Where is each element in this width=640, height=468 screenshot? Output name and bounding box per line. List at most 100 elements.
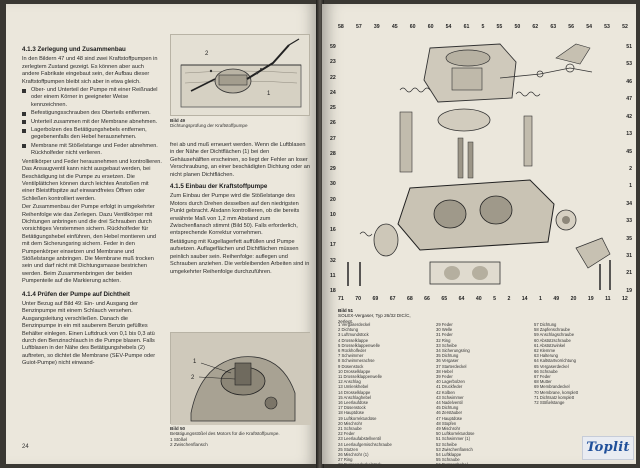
callout-label: 19 xyxy=(626,287,632,294)
callout-label: 51 xyxy=(626,44,632,50)
step-item: Membrane mit Stößelstange und Feder abne… xyxy=(22,143,162,158)
parts-list-item: 31 Feder xyxy=(436,332,453,338)
parts-list-item: 20 Mischrohr xyxy=(338,420,363,426)
step-item: Ober- und Unterteil der Pumpe mit einer … xyxy=(22,87,162,109)
book-gutter xyxy=(316,0,324,468)
parts-list-item: 45 Dichtung xyxy=(436,405,459,411)
installation-paragraph-1: Zum Einbau der Pumpe wird die Stößelstan… xyxy=(170,193,300,237)
parts-list-item: 70 Membrane, komplett xyxy=(534,389,578,395)
figure-49-caption: Bild 49 Dichtungsprüfung der Kraftstoffp… xyxy=(170,118,310,129)
parts-list-item: 51 Schwimmer (1) xyxy=(436,436,470,442)
parts-list-item: 72 Stößelstange xyxy=(534,400,565,406)
callout-label: 45 xyxy=(626,148,632,155)
parts-list-item: 19 Luftkorrekturdüse xyxy=(338,415,377,421)
figure-50-item: 2 Zwischenflansch xyxy=(170,442,208,448)
callout-label: 22 xyxy=(330,74,336,81)
callout-label: 19 xyxy=(587,296,594,302)
svg-text:1: 1 xyxy=(267,91,271,97)
parts-list-item: 7 Schwimmer xyxy=(338,353,364,359)
parts-list-item: 60 Abstützschraube xyxy=(534,337,571,343)
callout-label: 50 xyxy=(514,24,521,30)
callout-label: 58 xyxy=(338,24,344,30)
callout-label: 68 xyxy=(406,296,413,302)
parts-list-item: 27 Ring xyxy=(338,457,353,463)
callout-label: 53 xyxy=(604,24,610,30)
parts-list-item: 16 Leerlaufdüse xyxy=(338,400,369,406)
callout-label: 14 xyxy=(521,296,528,302)
parts-list-item: 15 Anschlaghebel xyxy=(338,394,372,400)
callout-label: 71 xyxy=(338,296,344,302)
callout-label: 31 xyxy=(626,253,632,260)
parts-list-item: 14 Drosselklappe xyxy=(338,389,371,395)
parts-list-item: 39 Feder xyxy=(436,374,453,380)
callout-label: 28 xyxy=(330,150,336,157)
callout-label: 20 xyxy=(330,196,336,203)
svg-text:1: 1 xyxy=(193,359,197,365)
parts-list-item: 3 Luftmundstück xyxy=(338,332,369,338)
parts-list-item: 50 Luftkorrekturdüse xyxy=(436,431,475,437)
parts-list-item: 66 Schraube xyxy=(534,368,558,374)
parts-list-item: 71 Dichtsatz komplett xyxy=(534,394,575,400)
parts-list-item: 35 Dichtung xyxy=(436,353,459,359)
callout-label: 29 xyxy=(330,166,336,172)
figure-51-caption-text: SOLEX-Vergaser, Typ 26/32 DIC/C, zerlegt… xyxy=(338,313,411,324)
parts-list-item: 40 Lagerbolzen xyxy=(436,379,465,385)
callout-label: 49 xyxy=(553,296,560,302)
svg-text:2: 2 xyxy=(191,375,195,381)
engine-pushrod-drawing: 1 2 xyxy=(171,333,311,425)
parts-list-item: 29 Feder xyxy=(436,322,453,327)
left-column-1: 4.1.3 Zerlegung und Zusammenbau In den B… xyxy=(22,44,162,369)
parts-list-item: 6 Rückholfeder xyxy=(338,348,367,354)
parts-list-item: 56 Pumpenhebel xyxy=(436,462,532,464)
callout-label: 57 xyxy=(355,24,362,30)
parts-list-item: 52 Scheibe xyxy=(436,441,457,447)
leak-result-paragraph: frei ab und muß erneuert werden. Wenn di… xyxy=(170,142,310,178)
callout-label: 52 xyxy=(622,24,628,30)
left-page: 4.1.3 Zerlegung und Zusammenbau In den B… xyxy=(6,4,318,464)
callout-label: 34 xyxy=(626,200,632,207)
callout-label: 70 xyxy=(355,296,362,302)
assembly-paragraph: Der Zusammenbau der Pumpe erfolgt in umg… xyxy=(22,204,157,285)
parts-list-item: 18 Hauptdüse xyxy=(338,410,365,416)
parts-list-item: 48 Stopfen xyxy=(436,420,457,426)
pump-leak-test-drawing: 2 1 xyxy=(180,38,302,108)
parts-list-item: 10 Drosselklappe xyxy=(338,368,371,374)
parts-list-item: 34 Sicherungsring xyxy=(436,348,470,354)
callout-label: 64 xyxy=(458,296,465,302)
parts-list-item: 42 Kolben xyxy=(436,389,455,395)
figure-49-number: Bild 49 xyxy=(170,118,186,123)
parts-list-item: 63 Halterung xyxy=(534,353,558,359)
callout-label: 62 xyxy=(532,24,539,30)
figure-51-number: Bild 51 xyxy=(338,308,354,313)
parts-list-item: 21 Schraube xyxy=(338,426,362,432)
callout-label: 45 xyxy=(391,24,398,30)
carburetor-exploded-view xyxy=(347,43,611,290)
step-item: Lagerbolzen des Betätigungshebels entfer… xyxy=(22,127,162,142)
parts-list-item: 62 Klemme xyxy=(534,348,556,354)
callout-label: 42 xyxy=(626,113,632,120)
figure-50-caption: Bild 50 Betätigungsstößel des Motors für… xyxy=(170,426,310,448)
parts-list-item: 33 Scheibe xyxy=(436,342,457,348)
figure-50-number: Bild 50 xyxy=(170,426,186,431)
callout-label: 55 xyxy=(496,24,503,30)
callout-label: 40 xyxy=(475,296,482,302)
parts-list-item: 32 Ring xyxy=(436,337,451,343)
parts-list-item: 46 Zerstäuber xyxy=(436,410,463,416)
callout-label: 16 xyxy=(330,227,336,233)
parts-list-item: 11 Drosselklappenwelle xyxy=(338,374,382,380)
parts-list-item: 28 Pumpendeckelstück xyxy=(338,462,434,464)
leak-test-paragraph: Unter Bezug auf Bild 49: Ein- und Ausgan… xyxy=(22,301,156,367)
parts-list-item: 8 Schwimmerachse xyxy=(338,358,375,364)
callout-label: 63 xyxy=(550,24,557,30)
callout-label: 23 xyxy=(330,59,336,66)
parts-list-item: 41 Druckfeder xyxy=(436,384,463,390)
parts-list-item: 38 Hebel xyxy=(436,368,453,374)
step-list: Ober- und Unterteil der Pumpe mit einer … xyxy=(22,87,162,158)
callout-label: 69 xyxy=(372,296,379,302)
callout-label: 26 xyxy=(330,120,336,127)
callout-label: 46 xyxy=(626,78,632,85)
callout-label: 35 xyxy=(626,235,632,242)
